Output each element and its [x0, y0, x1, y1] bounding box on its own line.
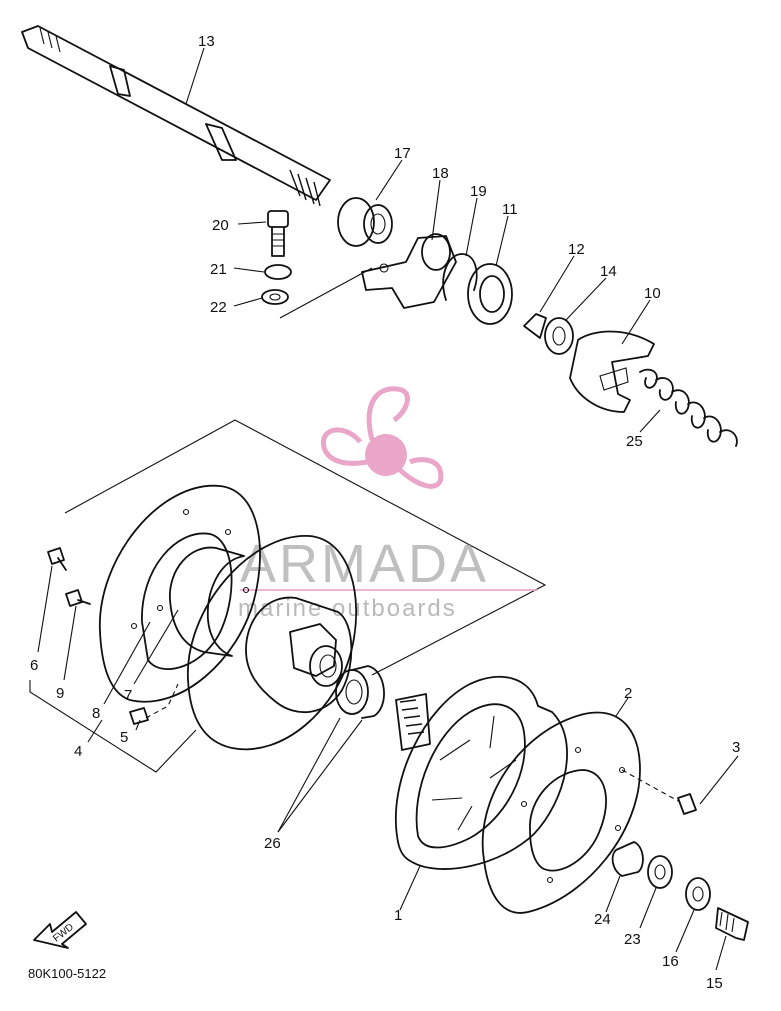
- spacer-washers-bolt: [611, 841, 749, 941]
- part-label-4: 4: [74, 743, 82, 760]
- part-label-6: 6: [30, 657, 38, 674]
- bolt-and-washers: [261, 210, 292, 305]
- part-label-10: 10: [644, 285, 661, 302]
- part-label-25: 25: [626, 433, 643, 450]
- screws-small: [47, 547, 179, 725]
- part-label-14: 14: [600, 263, 617, 280]
- assembly-group-outline-lower: [29, 680, 197, 773]
- hub-rotor-disc: [187, 535, 358, 751]
- watermark: ARMADA marine outboards: [238, 386, 538, 622]
- bushing: [335, 665, 385, 719]
- part-label-7: 7: [124, 687, 132, 704]
- part-label-12: 12: [568, 241, 585, 258]
- part-label-26: 26: [264, 835, 281, 852]
- part-label-2: 2: [624, 685, 632, 702]
- drawing-code: 80K100-5122: [28, 966, 106, 981]
- hub-plate-rear: [99, 484, 261, 703]
- propeller-logo: [320, 386, 444, 489]
- watermark-brand: ARMADA: [240, 534, 489, 594]
- fwd-arrow-icon: FWD: [33, 911, 87, 949]
- propeller-hub: [365, 434, 407, 476]
- propeller-blade: [320, 427, 377, 466]
- part-label-15: 15: [706, 975, 723, 992]
- coil-spring: [639, 368, 738, 447]
- part-label-18: 18: [432, 165, 449, 182]
- part-label-13: 13: [198, 33, 215, 50]
- assembly-group-outline-upper: [64, 267, 547, 676]
- shift-collar: [569, 330, 655, 413]
- bracket: [361, 233, 457, 309]
- part-label-11: 11: [502, 201, 518, 218]
- propeller-blade: [366, 386, 410, 441]
- part-label-5: 5: [120, 729, 128, 746]
- part-label-16: 16: [662, 953, 679, 970]
- part-label-21: 21: [210, 261, 227, 278]
- part-label-24: 24: [594, 911, 611, 928]
- part-label-9: 9: [56, 685, 64, 702]
- part-label-20: 20: [212, 217, 229, 234]
- hub-boss: [169, 546, 245, 657]
- part-label-3: 3: [732, 739, 740, 756]
- part-label-17: 17: [394, 145, 411, 162]
- propeller-blade: [396, 457, 444, 489]
- part-label-1: 1: [394, 907, 402, 924]
- bearing: [337, 197, 393, 247]
- leader-lines: [37, 47, 739, 971]
- fwd-label: FWD: [51, 922, 76, 945]
- part-label-19: 19: [470, 183, 487, 200]
- part-label-22: 22: [210, 299, 227, 316]
- hub-plate-front: [481, 711, 641, 914]
- part-label-23: 23: [624, 931, 641, 948]
- thrust-washer: [467, 263, 513, 325]
- part-label-8: 8: [92, 705, 100, 722]
- drive-shaft: [21, 25, 331, 207]
- drive-hub-wheel: [394, 676, 568, 870]
- small-washers: [523, 313, 574, 355]
- watermark-tagline: marine outboards: [238, 595, 457, 622]
- circlip: [442, 253, 478, 301]
- screw-front: [621, 769, 697, 815]
- part-number-labels: 13 17 18 19 11 20 12 21 14 10 22 25 6 7 …: [30, 33, 740, 992]
